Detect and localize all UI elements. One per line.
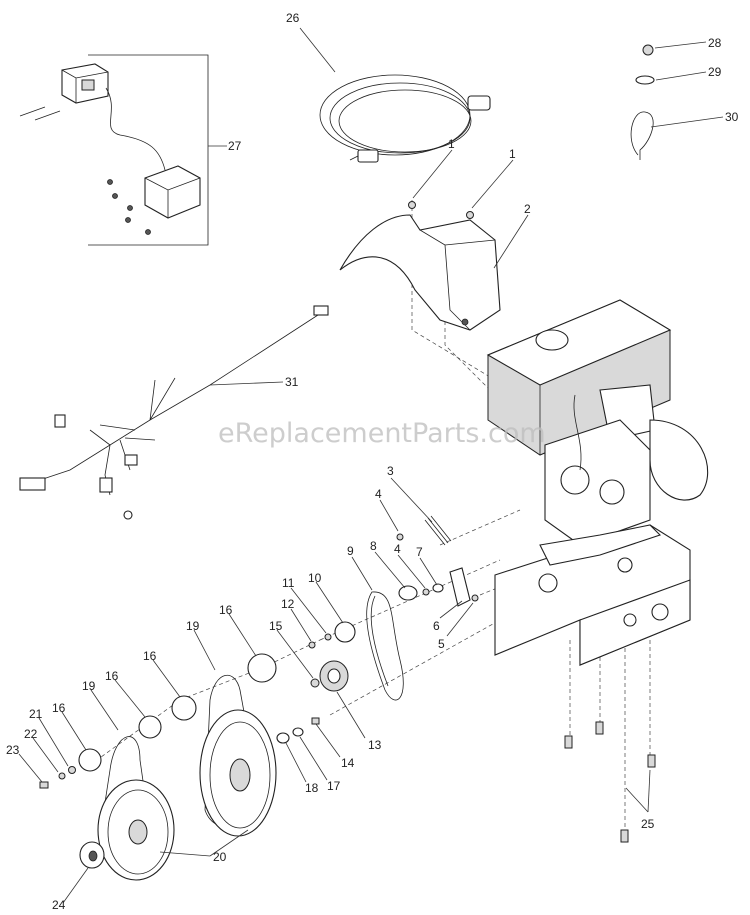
callout-3: 3 (387, 464, 394, 478)
callout-28: 28 (708, 36, 722, 50)
callout-23: 23 (6, 743, 20, 757)
belt-cover (339, 201, 501, 331)
callout-30: 30 (725, 110, 739, 124)
callout-15: 15 (269, 619, 283, 633)
callout-24: 24 (52, 898, 66, 912)
callout-2: 2 (524, 202, 531, 216)
callout-16a: 16 (219, 603, 233, 617)
callout-8: 8 (370, 539, 377, 553)
callout-17: 17 (327, 779, 341, 793)
idler-bracket-parts (396, 515, 479, 607)
callout-10: 10 (308, 571, 322, 585)
callout-numbers: 1 1 2 3 4 4 5 6 7 8 9 10 11 12 13 14 15 … (6, 11, 739, 912)
callout-20: 20 (213, 850, 227, 864)
callout-22: 22 (24, 727, 38, 741)
callout-5: 5 (438, 637, 445, 651)
callout-14: 14 (341, 756, 355, 770)
callout-21: 21 (29, 707, 43, 721)
callout-18: 18 (305, 781, 319, 795)
callout-12: 12 (281, 597, 295, 611)
leader-lines (18, 27, 724, 904)
callout-16b: 16 (143, 649, 157, 663)
callout-27: 27 (228, 139, 242, 153)
callout-25: 25 (641, 817, 655, 831)
wiring-harness (19, 305, 329, 520)
callout-9: 9 (347, 544, 354, 558)
callout-4a: 4 (375, 487, 382, 501)
callout-16c: 16 (105, 669, 119, 683)
callout-1b: 1 (509, 147, 516, 161)
callout-13: 13 (368, 738, 382, 752)
power-cord (319, 74, 491, 163)
callout-19b: 19 (82, 679, 96, 693)
belts-and-pulleys (39, 591, 404, 881)
callout-31: 31 (285, 375, 299, 389)
callout-29: 29 (708, 65, 722, 79)
callout-16d: 16 (52, 701, 66, 715)
switch-box-assembly (19, 54, 209, 246)
callout-26: 26 (286, 11, 300, 25)
callout-1a: 1 (448, 137, 455, 151)
watermark: eReplacementParts.com (218, 418, 546, 449)
callout-11: 11 (282, 576, 295, 590)
frame-plate (494, 524, 691, 843)
callout-6: 6 (433, 619, 440, 633)
small-hardware-upper-right (630, 44, 655, 160)
callout-19a: 19 (186, 619, 200, 633)
engine (486, 299, 709, 546)
callout-7: 7 (416, 545, 423, 559)
callout-4b: 4 (394, 542, 401, 556)
